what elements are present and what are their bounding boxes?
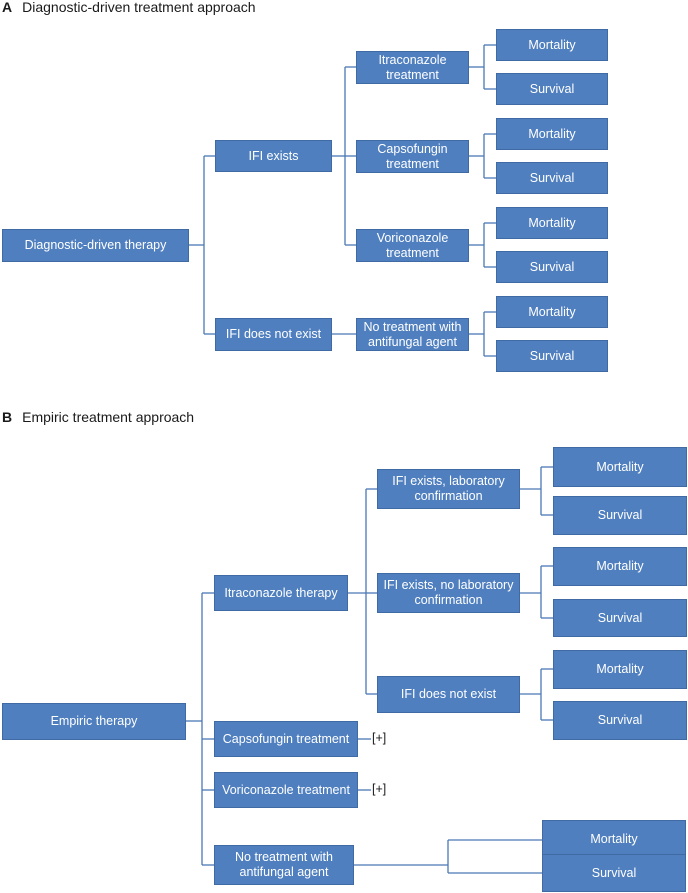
node-label: Survival	[597, 508, 643, 522]
outcome-survival-node: Survival	[542, 854, 686, 892]
outcome-mortality-node: Mortality	[542, 820, 686, 858]
node-label: Diagnostic-driven therapy	[24, 238, 167, 252]
itraconazole-therapy-node: Itraconazole therapy	[214, 575, 348, 611]
node-label-line-2: treatment	[386, 67, 439, 82]
node-label: Survival	[591, 865, 637, 880]
panel-b-letter: B	[2, 409, 13, 425]
node-label: Capsofungin treatment	[222, 731, 350, 746]
node-label-line-2: treatment	[386, 156, 439, 171]
outcome-mortality-node: Mortality	[553, 447, 687, 487]
node-label-line-1: Capsofungin	[377, 141, 448, 156]
ifi-exists-node: IFI exists	[215, 140, 332, 172]
node-label: IFI exists	[248, 148, 299, 163]
diagnostic-driven-therapy-node: Diagnostic-driven therapy	[2, 229, 189, 262]
ifi-does-not-exist-node: IFI does not exist	[377, 676, 520, 713]
node-label: IFI does not exist	[400, 687, 497, 701]
node-label: Survival	[529, 81, 575, 96]
node-label: Mortality	[596, 459, 644, 474]
node-label-line-2: confirmation	[414, 489, 483, 503]
outcome-mortality-node: Mortality	[553, 650, 687, 689]
outcome-mortality-node: Mortality	[496, 296, 608, 328]
node-label: Survival	[597, 610, 643, 625]
capsofungin-treatment-node: Capsofungin treatment	[214, 721, 358, 757]
node-label: Mortality	[528, 304, 576, 319]
node-label-line-1: No treatment with	[235, 850, 333, 864]
node-label-line-1: IFI exists, laboratory	[392, 474, 505, 488]
node-label-line-2: antifungal agent	[368, 334, 457, 349]
outcome-survival-node: Survival	[496, 340, 608, 372]
voriconazole-treatment-node: Voriconazole treatment	[214, 772, 358, 808]
collapsed-branch-marker: [+]	[372, 731, 387, 745]
node-label-line-2: confirmation	[414, 593, 483, 607]
node-label: Mortality	[596, 559, 644, 573]
node-label: Mortality	[528, 126, 576, 141]
outcome-survival-node: Survival	[553, 496, 687, 535]
outcome-survival-node: Survival	[553, 599, 687, 637]
empiric-therapy-node: Empiric therapy	[2, 703, 186, 740]
node-label: Voriconazole treatment	[222, 782, 350, 797]
panel-a-title: Diagnostic-driven treatment approach	[22, 0, 256, 15]
ifi-does-not-exist-node: IFI does not exist	[215, 318, 332, 351]
node-label: Mortality	[590, 831, 638, 846]
outcome-mortality-node: Mortality	[553, 547, 687, 586]
node-label: Mortality	[528, 37, 576, 52]
node-label: IFI does not exist	[225, 327, 322, 341]
outcome-mortality-node: Mortality	[496, 29, 608, 61]
node-label: Itraconazole therapy	[224, 585, 338, 600]
node-label: Mortality	[528, 215, 576, 230]
panel-b-title: Empiric treatment approach	[22, 409, 195, 425]
panel-b-heading: B Empiric treatment approach	[2, 409, 194, 425]
node-label-line-2: treatment	[386, 245, 439, 260]
node-label: Survival	[529, 170, 575, 185]
node-label-line-1: Itraconazole	[378, 52, 447, 67]
node-label: Survival	[529, 259, 575, 274]
node-label-line-1: IFI exists, no laboratory	[383, 578, 514, 592]
outcome-mortality-node: Mortality	[496, 207, 608, 239]
panel-a-heading: A Diagnostic-driven treatment approach	[2, 0, 256, 15]
panel-a-letter: A	[2, 0, 13, 15]
collapsed-branch-marker: [+]	[372, 782, 387, 796]
node-label: Empiric therapy	[50, 714, 138, 728]
node-label-line-1: No treatment with	[363, 319, 462, 334]
outcome-survival-node: Survival	[496, 162, 608, 194]
outcome-survival-node: Survival	[496, 251, 608, 283]
outcome-survival-node: Survival	[553, 701, 687, 740]
node-label-line-2: antifungal agent	[239, 865, 329, 879]
node-label: Survival	[529, 348, 575, 363]
node-label: Mortality	[596, 662, 644, 676]
outcome-mortality-node: Mortality	[496, 118, 608, 150]
node-label-line-1: Voriconazole	[376, 230, 449, 245]
outcome-survival-node: Survival	[496, 73, 608, 105]
node-label: Survival	[597, 713, 643, 727]
